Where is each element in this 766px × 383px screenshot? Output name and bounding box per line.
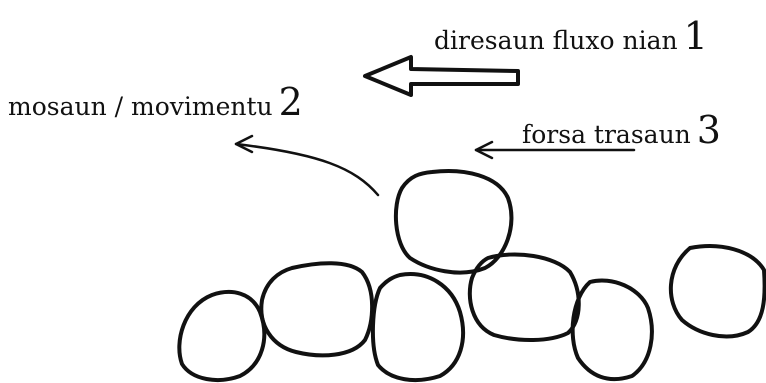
drag-force-text: forsa trasaun bbox=[522, 120, 691, 149]
grain-6 bbox=[671, 246, 765, 336]
flow-direction-arrow bbox=[365, 57, 518, 95]
drag-force-number: 3 bbox=[697, 108, 721, 152]
grain-1 bbox=[179, 292, 264, 380]
grain-5 bbox=[573, 280, 652, 379]
motion-arrow bbox=[236, 144, 378, 195]
motion-number: 2 bbox=[279, 80, 303, 124]
grain-3 bbox=[373, 274, 463, 380]
flow-direction-text: diresaun fluxo nian bbox=[434, 26, 678, 55]
motion-text: mosaun / movimentu bbox=[8, 92, 273, 121]
flow-direction-number: 1 bbox=[684, 14, 708, 58]
grain-2 bbox=[261, 263, 372, 355]
